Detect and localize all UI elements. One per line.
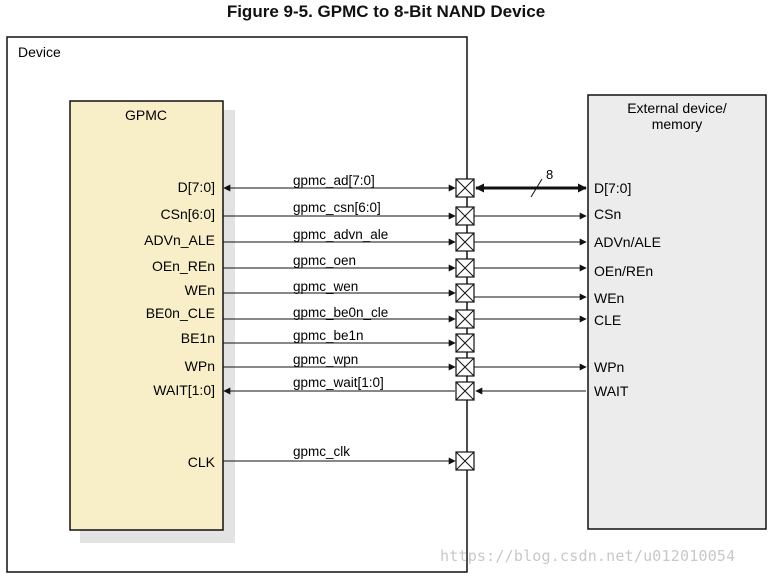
gpmc-pin-be0n-cle: BE0n_CLE — [146, 305, 215, 321]
bus-width-label: 8 — [546, 167, 553, 182]
gpmc-label: GPMC — [125, 107, 167, 123]
pad-oen — [455, 258, 475, 278]
external-device-block — [587, 94, 767, 530]
pad-be0n-cle — [455, 309, 475, 329]
gpmc-pin-wpn: WPn — [185, 358, 215, 374]
pad-csn — [455, 206, 475, 226]
signal-gpmc-oen: gpmc_oen — [293, 253, 356, 268]
signal-gpmc-ad: gpmc_ad[7:0] — [293, 173, 375, 188]
gpmc-pin-wen: WEn — [185, 282, 215, 298]
pad-be1n — [455, 333, 475, 353]
watermark: https://blog.csdn.net/u012010054 — [440, 547, 736, 565]
ext-pin-cle: CLE — [594, 312, 621, 328]
bus-width-slash — [530, 178, 543, 198]
signal-gpmc-be0n-cle: gpmc_be0n_cle — [293, 305, 388, 320]
signal-gpmc-wpn: gpmc_wpn — [293, 352, 358, 367]
pad-wpn — [455, 357, 475, 377]
gpmc-pin-be1n: BE1n — [181, 330, 215, 346]
device-label: Device — [18, 44, 61, 60]
gpmc-pin-oen-ren: OEn_REn — [152, 258, 215, 274]
signal-gpmc-be1n: gpmc_be1n — [293, 328, 364, 343]
ext-pin-wait: WAIT — [594, 383, 629, 399]
gpmc-pin-csn: CSn[6:0] — [161, 206, 215, 222]
ext-pin-wpn: WPn — [594, 359, 624, 375]
ext-pin-advn-ale: ADVn/ALE — [594, 234, 661, 250]
gpmc-pin-clk: CLK — [188, 454, 216, 470]
ext-pin-oen-ren: OEn/REn — [594, 263, 653, 279]
pad-wait — [455, 381, 475, 401]
signal-gpmc-wen: gpmc_wen — [293, 279, 358, 294]
signal-gpmc-wait: gpmc_wait[1:0] — [293, 375, 384, 390]
gpmc-pin-advn-ale: ADVn_ALE — [144, 232, 215, 248]
gpmc-block — [69, 100, 224, 531]
ext-pin-d: D[7:0] — [594, 180, 631, 196]
external-device-label: External device/ — [627, 100, 727, 116]
pad-ad — [455, 178, 475, 198]
ext-pin-wen: WEn — [594, 290, 624, 306]
device-box — [6, 36, 468, 573]
signal-gpmc-csn: gpmc_csn[6:0] — [293, 200, 381, 215]
pad-wen — [455, 283, 475, 303]
external-device-label-2: memory — [652, 116, 703, 132]
signal-gpmc-clk: gpmc_clk — [293, 444, 350, 459]
gpmc-pin-wait: WAIT[1:0] — [153, 382, 215, 398]
signal-gpmc-advn-ale: gpmc_advn_ale — [293, 227, 388, 242]
pad-advn-ale — [455, 232, 475, 252]
pad-clk — [455, 451, 475, 471]
ext-pin-csn: CSn — [594, 206, 621, 222]
figure-title: Figure 9-5. GPMC to 8-Bit NAND Device — [226, 2, 546, 21]
gpmc-pin-d: D[7:0] — [178, 179, 215, 195]
